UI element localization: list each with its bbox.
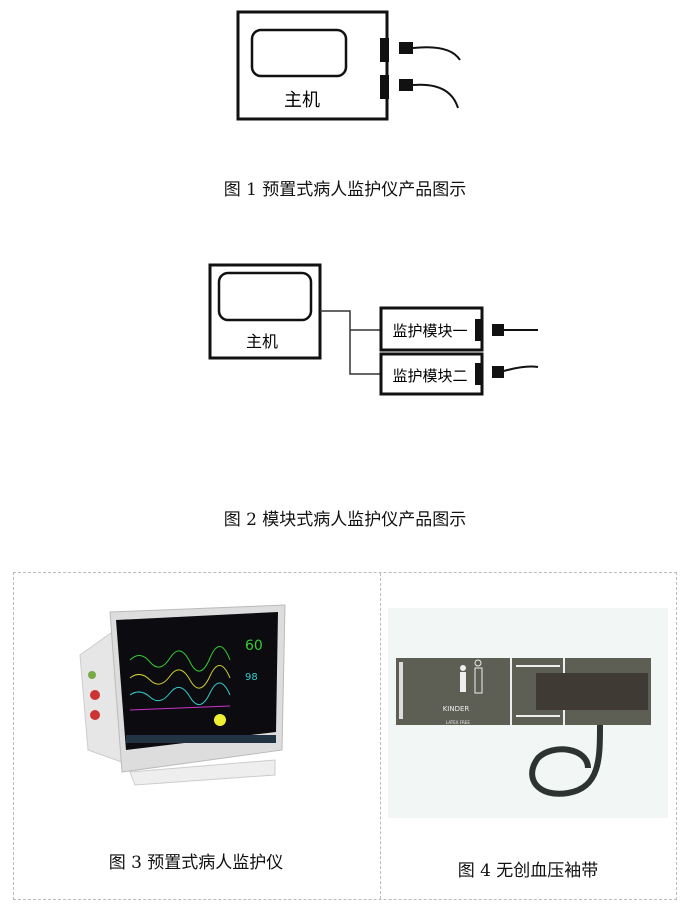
cuff-label: KINDER xyxy=(443,705,470,713)
patient-monitor-photo: 60 98 xyxy=(79,604,286,786)
port xyxy=(475,319,481,341)
connector-lines xyxy=(320,310,381,375)
cable xyxy=(412,83,459,109)
velcro-strap xyxy=(536,673,648,710)
air-tube xyxy=(529,724,603,797)
figure-1-2-diagrams: 主机 主机 监护模块一 监护模块二 xyxy=(208,10,539,396)
cable xyxy=(412,46,461,61)
cable xyxy=(503,365,539,372)
table-divider xyxy=(380,573,381,899)
monitor-screen xyxy=(116,612,278,750)
module-1-box xyxy=(379,306,484,352)
plug-icon xyxy=(399,42,413,54)
port xyxy=(475,363,481,385)
screen xyxy=(250,28,348,78)
bp-cuff-photo: KINDER LATEX FREE xyxy=(388,608,668,818)
module-2-box xyxy=(379,352,484,396)
module-1-label: 监护模块一 xyxy=(392,322,467,340)
plug-icon xyxy=(492,366,504,378)
svg-text:98: 98 xyxy=(245,672,258,683)
plug-icon xyxy=(492,324,504,336)
figure-4-caption: 图 4 无创血压袖带 xyxy=(457,861,599,881)
figure-table xyxy=(13,572,677,900)
figure-1-diagram: 主机 xyxy=(236,10,461,121)
host-label: 主机 xyxy=(284,90,320,111)
host-box xyxy=(236,10,389,121)
plug-icon xyxy=(399,79,413,91)
module-2-label: 监护模块二 xyxy=(392,367,467,385)
cuff-sublabel: LATEX FREE xyxy=(446,720,470,725)
figure-2-caption: 图 2 模块式病人监护仪产品图示 xyxy=(223,510,467,530)
port xyxy=(380,38,389,62)
figure-3-caption: 图 3 预置式病人监护仪 xyxy=(108,853,284,873)
figure-2-diagram: 主机 监护模块一 监护模块二 xyxy=(208,263,539,396)
figure-1-caption: 图 1 预置式病人监护仪产品图示 xyxy=(223,180,467,200)
screen xyxy=(217,271,313,322)
host-label: 主机 xyxy=(246,332,278,351)
port xyxy=(380,75,389,99)
svg-text:60: 60 xyxy=(245,638,263,654)
